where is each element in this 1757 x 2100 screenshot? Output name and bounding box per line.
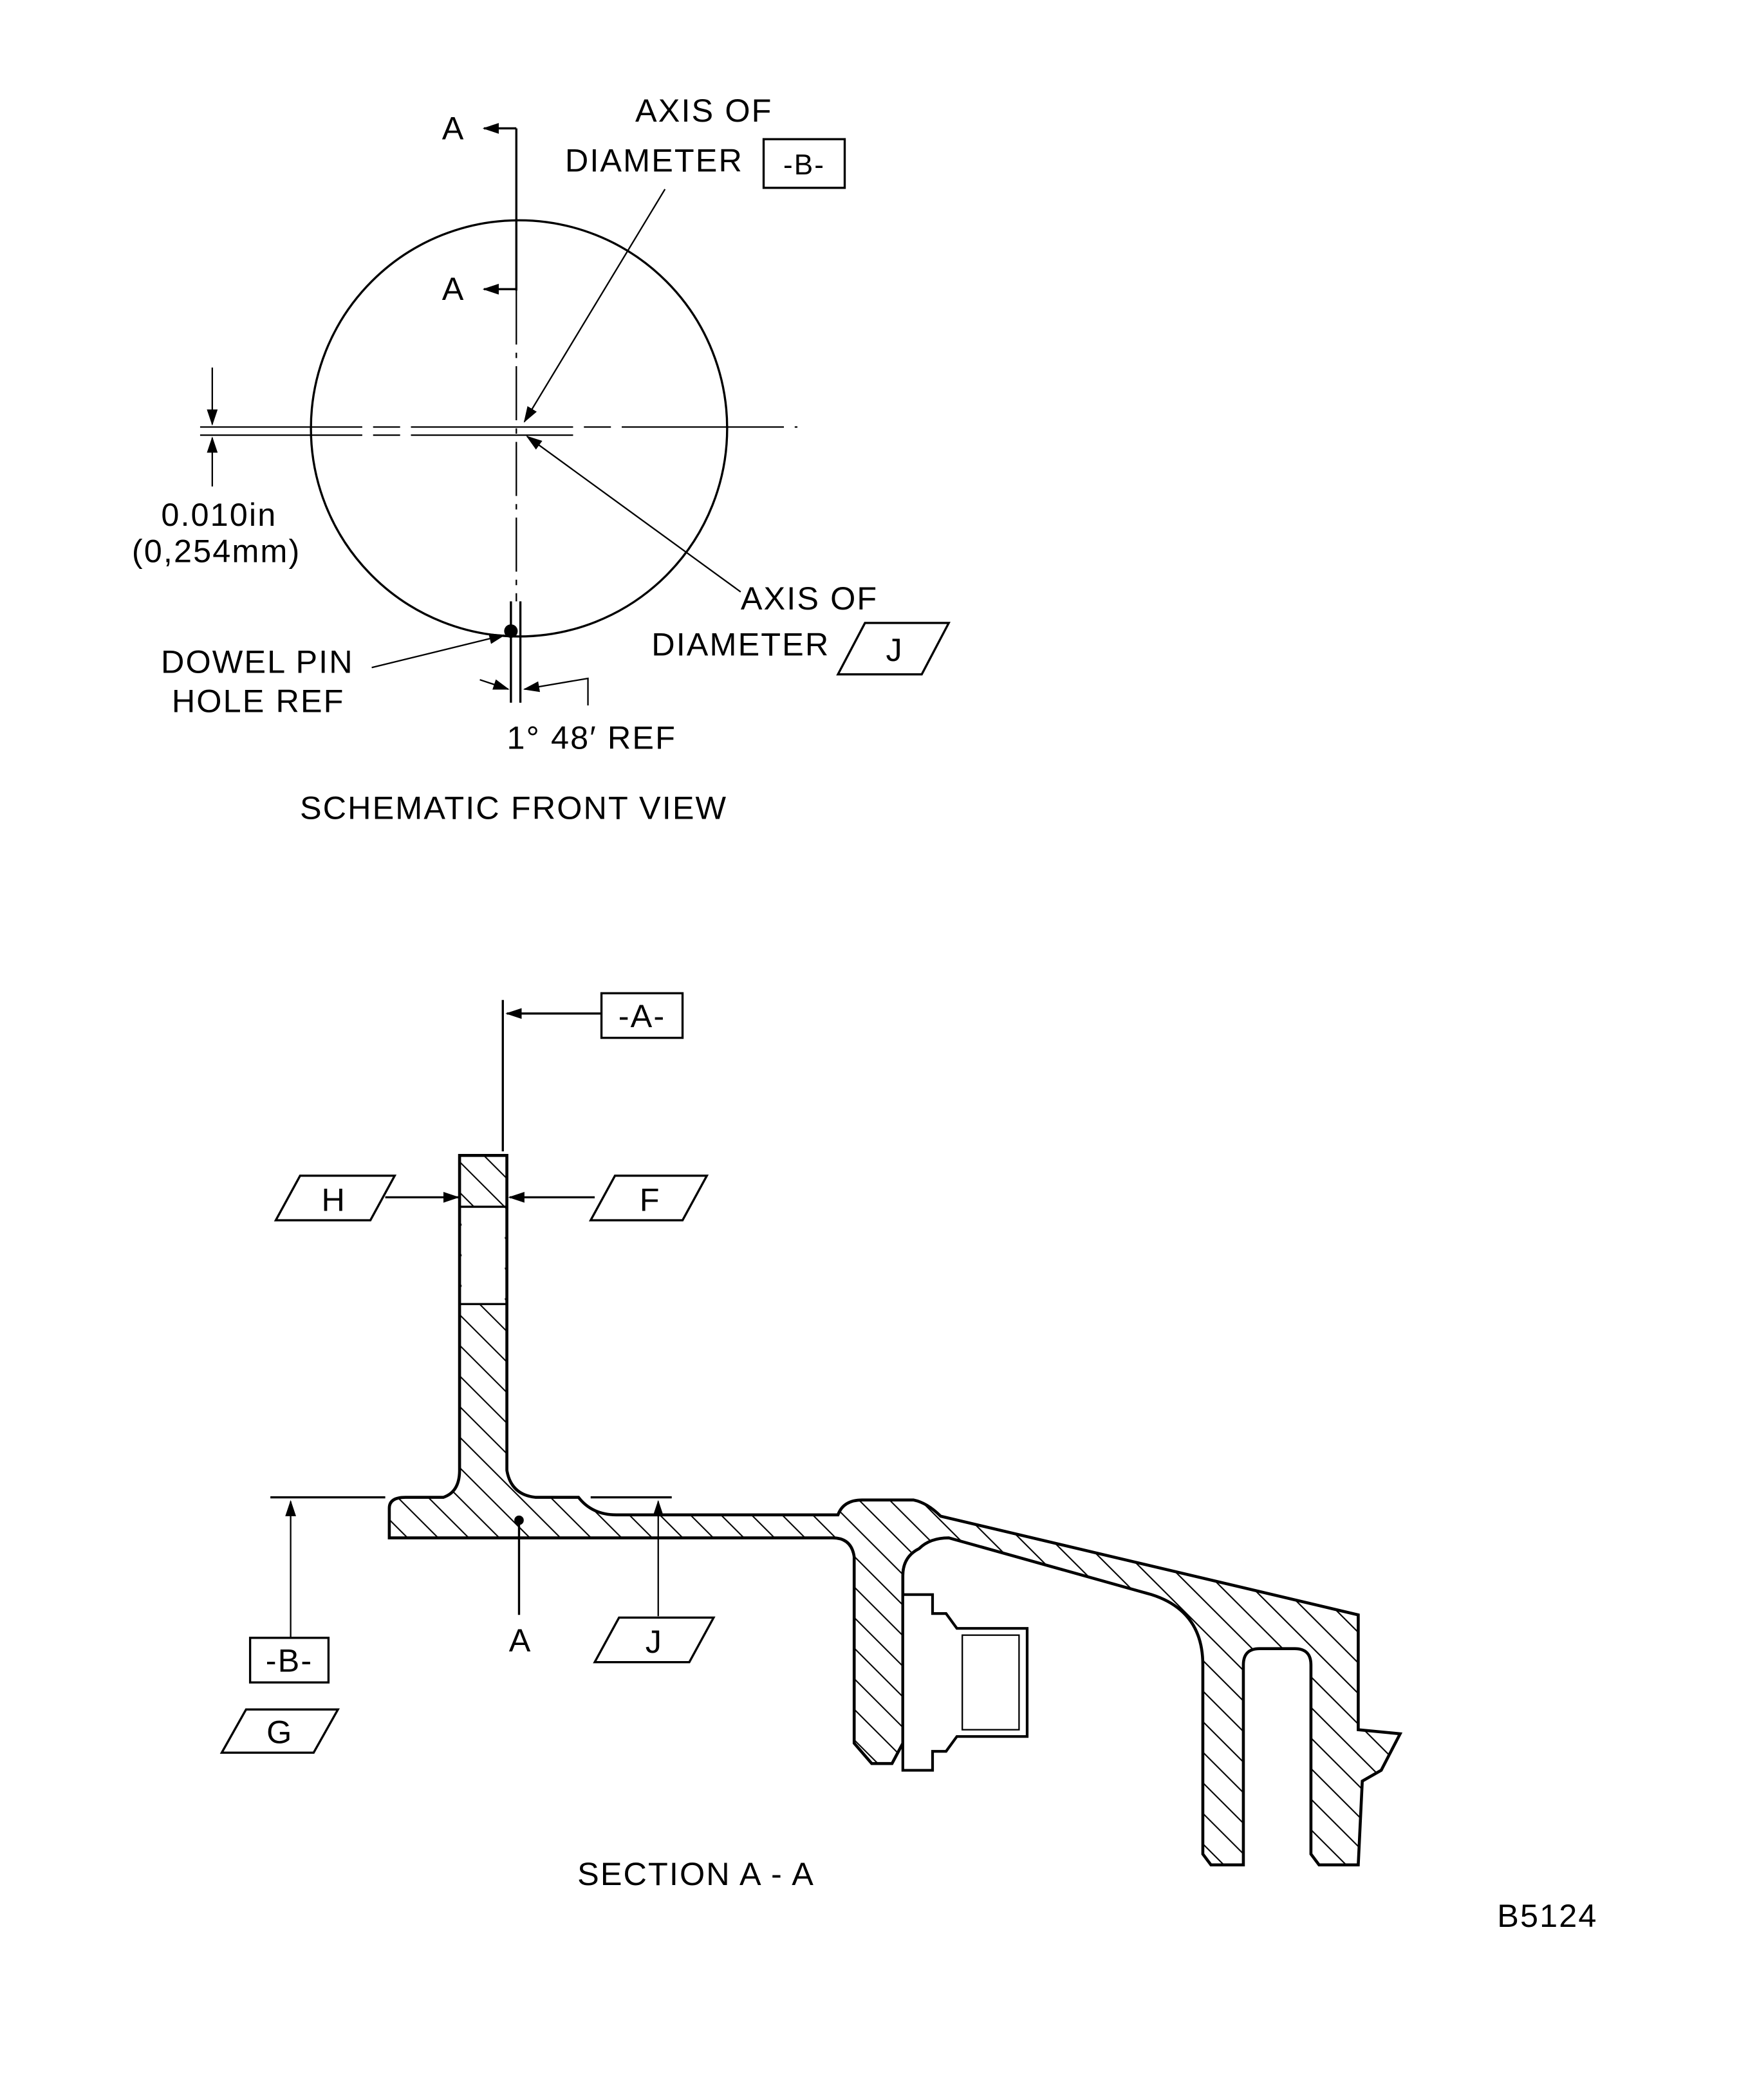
datum-j-section-frame — [593, 1616, 716, 1664]
datum-f-label: F — [640, 1181, 661, 1218]
diameter-circle — [310, 219, 729, 638]
axis-b-label-1: AXIS OF — [635, 92, 772, 129]
datum-b-box — [762, 138, 846, 189]
datum-b-label: -B- — [783, 149, 825, 181]
axis-j-label-2: DIAMETER — [651, 626, 830, 662]
datum-b-section-label: -B- — [266, 1642, 313, 1678]
datum-g-label: G — [266, 1714, 293, 1751]
bushing — [901, 1593, 1029, 1772]
datum-g-frame — [219, 1708, 340, 1754]
section-mark-bottom: A — [442, 270, 465, 307]
housing-section — [387, 1153, 1403, 1866]
front-view-caption: SCHEMATIC FRONT VIEW — [300, 789, 727, 826]
bushing-bore — [962, 1634, 1020, 1731]
dowel-label-2: HOLE REF — [172, 683, 345, 720]
datum-a-label: -A- — [618, 998, 665, 1034]
offset-mm-label: (0,254mm) — [132, 532, 301, 569]
web-hole-gap — [461, 1207, 505, 1305]
angle-label: 1° 48′ REF — [507, 719, 676, 756]
section-mark-top: A — [442, 109, 465, 146]
axis-j-leader — [526, 435, 741, 593]
front-view: A A 0.010in (0,254mm) AXIS OF DIAMETER -… — [132, 92, 951, 826]
axis-b-leader — [523, 189, 666, 423]
datum-h-frame — [274, 1175, 397, 1222]
datum-h-label: H — [322, 1181, 346, 1218]
figure-id: B5124 — [1497, 1897, 1597, 1934]
point-a-label: A — [509, 1622, 532, 1659]
angle-arrow-left — [479, 679, 510, 690]
dowel-leader — [371, 633, 506, 669]
datum-j-section-label: J — [646, 1623, 663, 1660]
axis-j-label-1: AXIS OF — [741, 580, 878, 617]
axis-b-label-2: DIAMETER — [565, 142, 743, 179]
datum-b-section-box — [248, 1637, 330, 1684]
datum-a-box — [600, 992, 684, 1039]
datum-f-frame — [588, 1175, 709, 1222]
offset-in-label: 0.010in — [161, 496, 277, 533]
section-caption: SECTION A - A — [577, 1855, 815, 1892]
datum-j-label: J — [886, 631, 904, 668]
datum-j-frame — [836, 622, 951, 676]
section-view: -A- H F -B- G A J SECTION A - A — [219, 992, 1403, 1892]
dowel-label-1: DOWEL PIN — [161, 644, 354, 680]
angle-arrow-right — [523, 677, 589, 706]
